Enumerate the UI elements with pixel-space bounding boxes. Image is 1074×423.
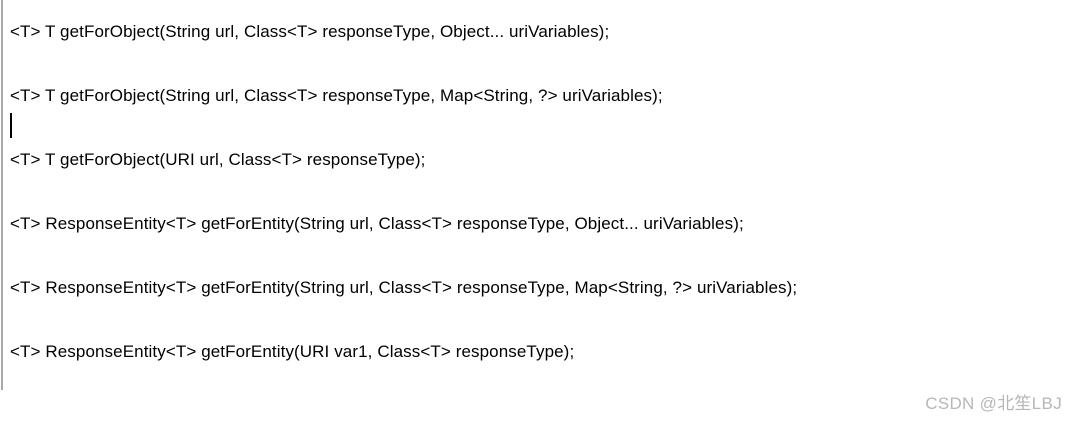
csdn-watermark: CSDN @北笙LBJ [925, 394, 1062, 413]
quote-left-border [1, 0, 3, 390]
code-line-getforobject-object-varargs: <T> T getForObject(String url, Class<T> … [10, 22, 610, 41]
code-line-getforobject-map: <T> T getForObject(String url, Class<T> … [10, 86, 663, 105]
text-caret [10, 113, 12, 138]
code-line-getforentity-uri: <T> ResponseEntity<T> getForEntity(URI v… [10, 342, 575, 361]
code-line-getforobject-uri: <T> T getForObject(URI url, Class<T> res… [10, 150, 426, 169]
code-editor-area[interactable]: <T> T getForObject(String url, Class<T> … [10, 16, 1074, 400]
code-line-getforentity-map: <T> ResponseEntity<T> getForEntity(Strin… [10, 278, 798, 297]
code-line-getforentity-object-varargs: <T> ResponseEntity<T> getForEntity(Strin… [10, 214, 744, 233]
